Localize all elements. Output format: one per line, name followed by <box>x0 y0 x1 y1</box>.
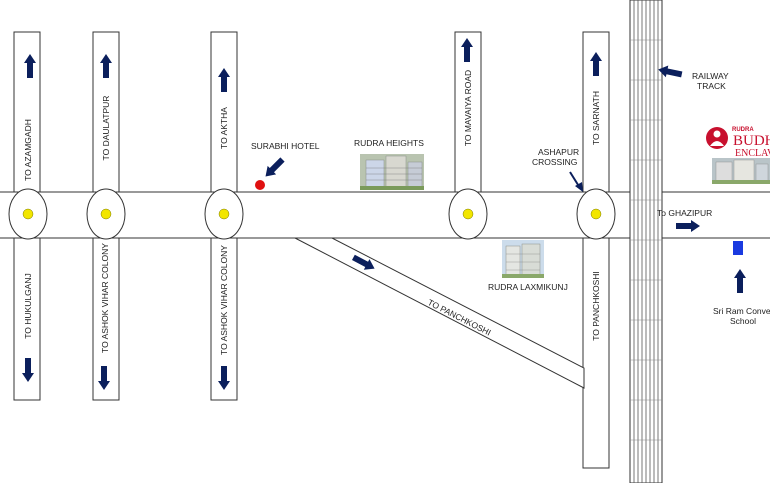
road-mavaiya <box>454 31 482 193</box>
arrow-icon <box>261 155 287 181</box>
label-school-2: School <box>730 316 756 326</box>
label-to-daulatpur: TO DAULATPUR <box>101 96 111 161</box>
railway-track <box>629 0 663 483</box>
map-pin-icon <box>255 180 265 190</box>
label-rudra-heights: RUDRA HEIGHTS <box>354 138 424 148</box>
roundabout-icon <box>576 188 616 240</box>
label-railway-track-2: TRACK <box>697 81 726 91</box>
building-icon <box>502 240 544 278</box>
road-sarnath <box>582 31 610 469</box>
arrow-icon <box>575 182 583 192</box>
label-to-hukulganj: TO HUKULGANJ <box>23 273 33 339</box>
label-school-1: Sri Ram Conve <box>713 306 770 316</box>
label-to-ashok-vihar-2: TO ASHOK VIHAR COLONY <box>219 245 229 355</box>
label-railway-track-1: RAILWAY <box>692 71 729 81</box>
label-to-sarnath: TO SARNATH <box>591 91 601 145</box>
project-logo: RUDRA BUDH ENCLAV <box>706 127 770 184</box>
roundabout-icon <box>8 188 48 240</box>
label-to-aktha: TO AKTHA <box>219 107 229 149</box>
school-marker-icon <box>733 241 743 255</box>
buddha-emblem-icon <box>706 127 728 149</box>
arrow-icon <box>734 269 746 293</box>
label-ashapur-crossing-2: CROSSING <box>532 157 577 167</box>
roundabout-icon <box>86 188 126 240</box>
roundabout-icon <box>204 188 244 240</box>
logo-top: RUDRA <box>732 127 754 133</box>
label-to-mavaiya-road: TO MAVAIYA ROAD <box>463 70 473 146</box>
label-to-ghazipur: To GHAZIPUR <box>657 208 712 218</box>
logo-line2: ENCLAV <box>735 148 770 159</box>
building-icon <box>360 154 424 190</box>
label-to-azamgadh: TO AZAMGADH <box>23 119 33 181</box>
label-ashapur-crossing-1: ASHAPUR <box>538 147 579 157</box>
label-surabhi-hotel: SURABHI HOTEL <box>251 141 320 151</box>
label-to-panchkoshi-vertical: TO PANCHKOSHI <box>591 271 601 341</box>
logo-line1: BUDH <box>733 133 770 149</box>
roundabout-icon <box>448 188 488 240</box>
label-to-ashok-vihar-1: TO ASHOK VIHAR COLONY <box>100 243 110 353</box>
label-rudra-laxmikunj: RUDRA LAXMIKUNJ <box>488 282 568 292</box>
